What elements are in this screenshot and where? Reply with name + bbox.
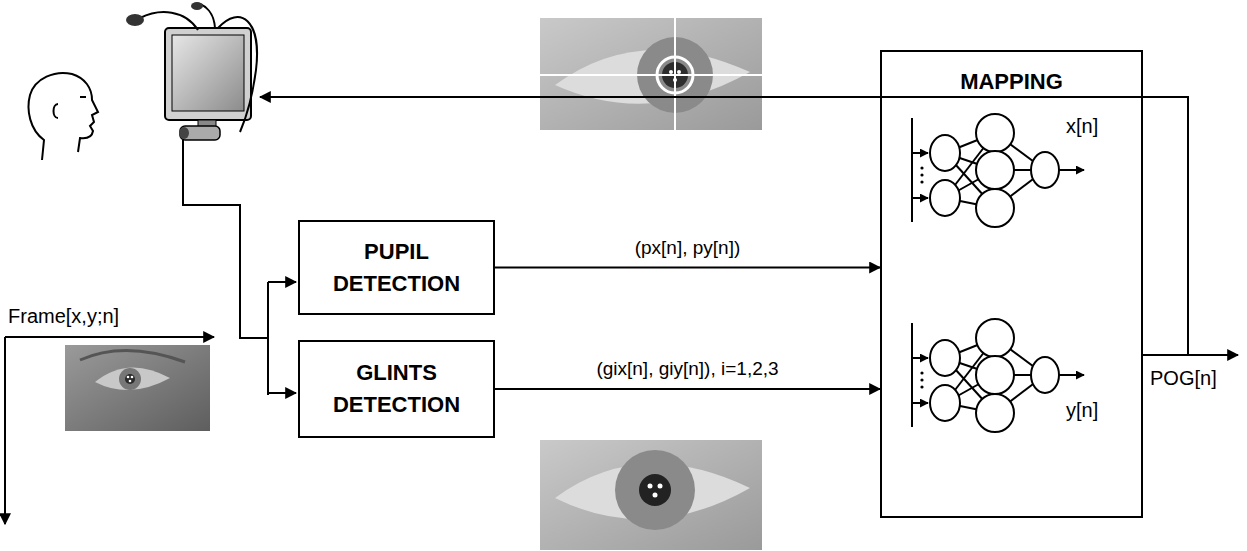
box-label: MAPPING [960,66,1063,98]
edge-label: (gix[n], giy[n]), i=1,2,3 [594,358,780,381]
monitor [126,2,257,140]
signal-arrow [495,267,880,269]
frame-image [65,345,210,431]
edge-label: (px[n], py[n]) [633,237,743,260]
process-box: GLINTS DETECTION [298,340,495,438]
pupil-image [540,18,762,130]
signal-label: x[n] [1066,114,1098,138]
neural-network [912,114,1084,432]
process-box: MAPPING [880,50,1143,518]
process-box: PUPIL DETECTION [298,220,495,315]
signal-label: POG[n] [1150,366,1217,390]
output-wire [260,97,1238,355]
glints-image [540,440,762,550]
user-head [29,73,98,160]
signal-arrow [495,388,880,390]
signal-label: Frame[x,y;n] [8,304,119,328]
image-axes [5,337,214,524]
signal-label: y[n] [1066,398,1098,422]
box-label: PUPIL DETECTION [322,236,472,300]
box-label: GLINTS DETECTION [322,357,472,421]
